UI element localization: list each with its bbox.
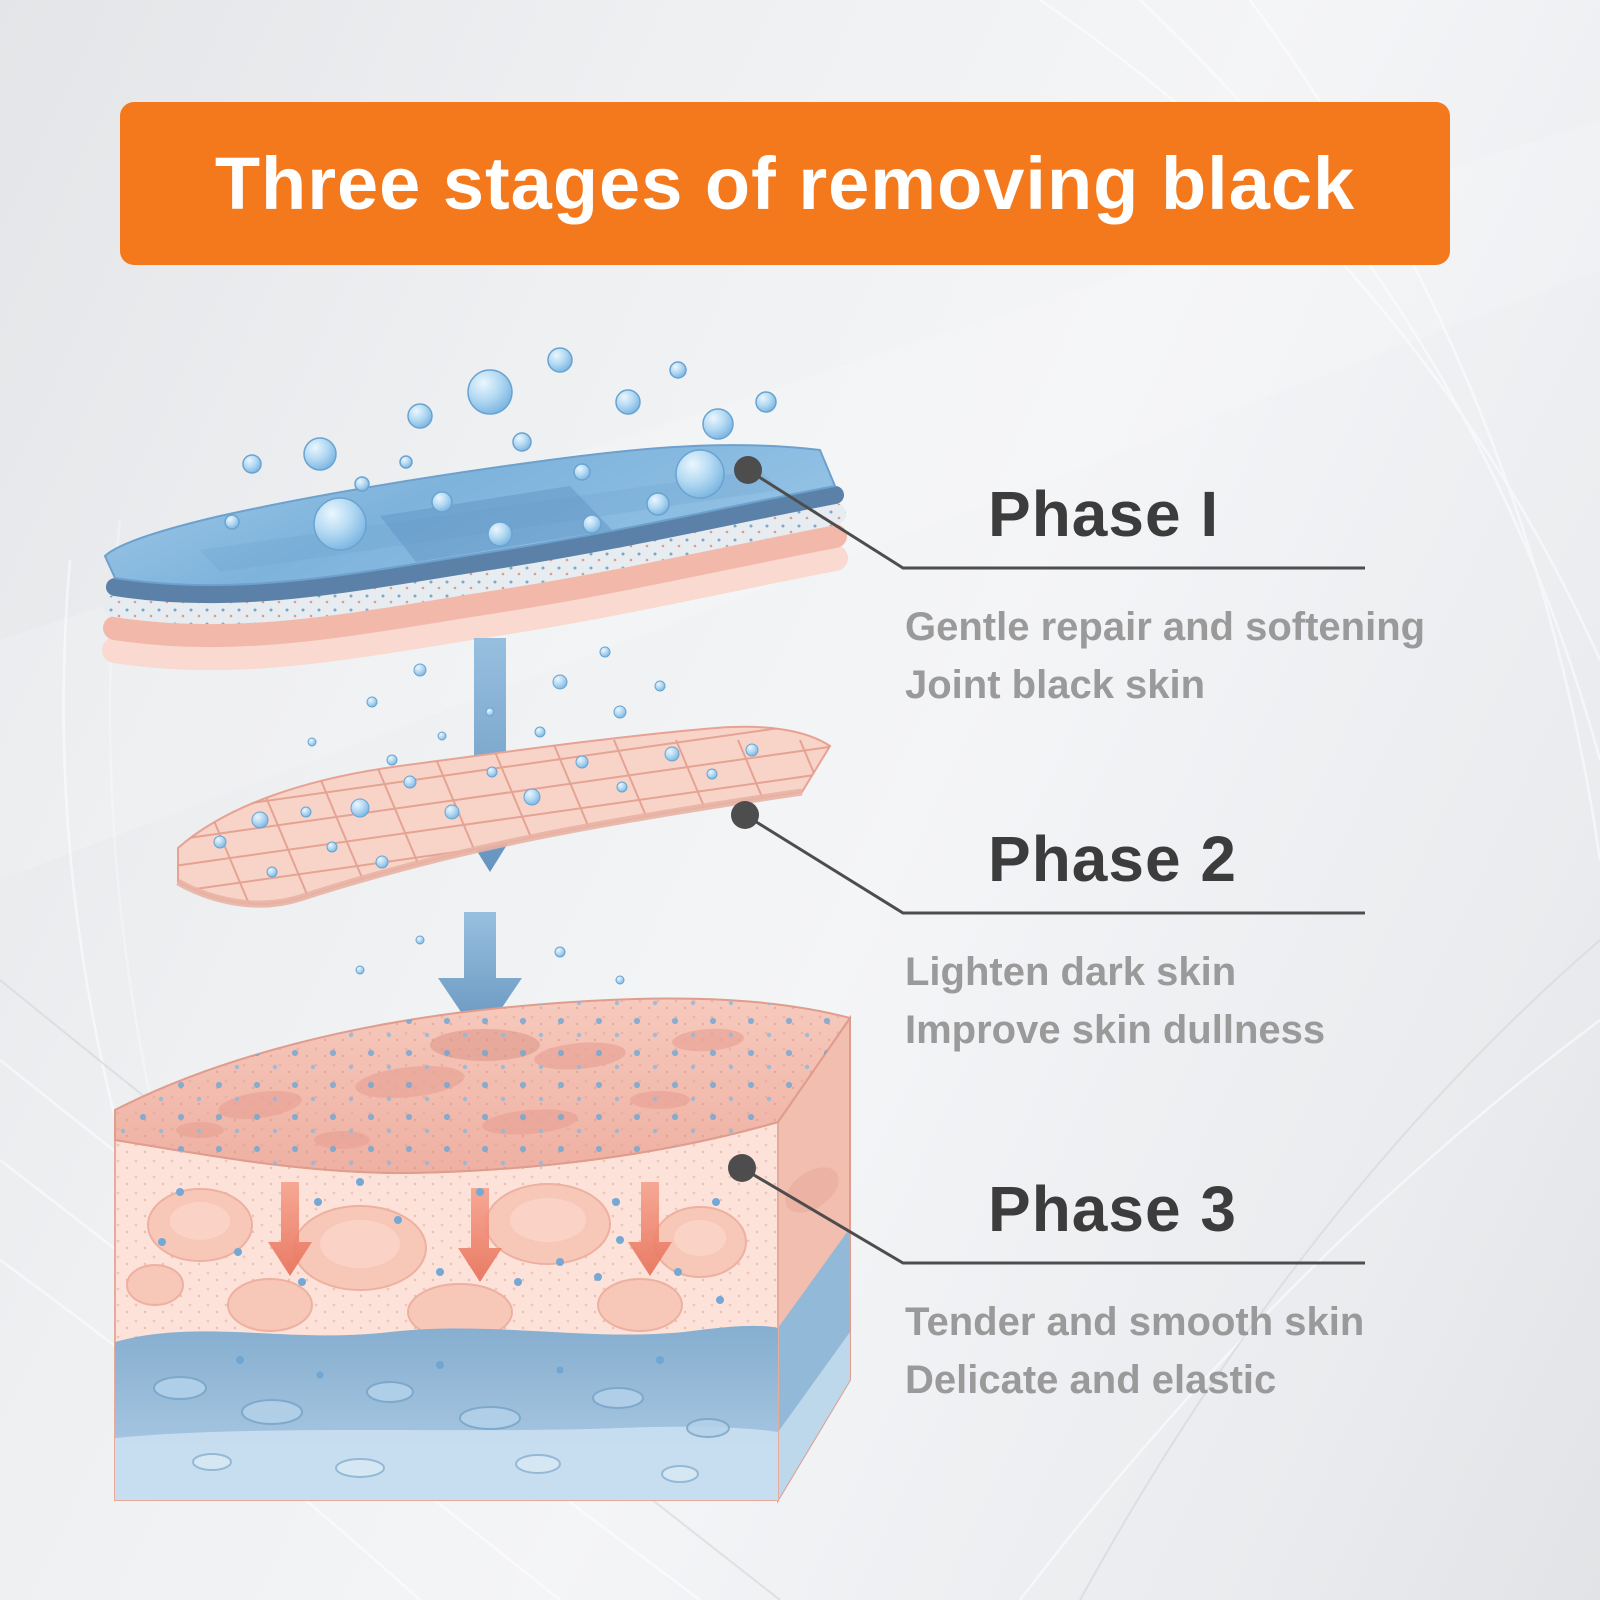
- epidermis-layer: [102, 444, 848, 671]
- dermis-arrows: [268, 1182, 672, 1282]
- dermis-block: [114, 997, 852, 1504]
- phase-3-description: Tender and smooth skin Delicate and elas…: [905, 1293, 1364, 1409]
- mesh-membrane-layer: [176, 725, 832, 908]
- phase-3-title: Phase 3: [988, 1173, 1237, 1245]
- phase-1-desc-line-2: Joint black skin: [905, 663, 1206, 707]
- phase-1-desc-line-1: Gentle repair and softening: [905, 605, 1426, 649]
- subcutis-bottom-cells: [192, 1453, 699, 1483]
- skin-diagram-illustration: [102, 347, 852, 1504]
- page-title: Three stages of removing black: [214, 142, 1356, 225]
- subcutis-cells: [153, 1376, 730, 1438]
- phase-3-desc-line-2: Delicate and elastic: [905, 1358, 1277, 1402]
- subcutis-layer: [115, 1325, 778, 1500]
- dermis-cells: [126, 1183, 747, 1341]
- phase-2-title: Phase 2: [988, 823, 1237, 895]
- phase-2-description: Lighten dark skin Improve skin dullness: [905, 943, 1325, 1059]
- phase-3-desc-line-1: Tender and smooth skin: [905, 1300, 1365, 1344]
- dermis-droplets: [158, 1178, 724, 1304]
- block-top-face: [114, 997, 852, 1175]
- mesh-droplets: [213, 743, 759, 878]
- water-bubbles: [224, 347, 777, 551]
- block-side-bottom: [778, 1332, 850, 1500]
- phase-1-title: Phase I: [988, 478, 1220, 550]
- falling-droplets-2: [355, 935, 625, 985]
- subcutis-droplets: [236, 1356, 664, 1379]
- falling-droplets-1: [307, 646, 666, 766]
- phase-2-desc-line-2: Improve skin dullness: [905, 1008, 1326, 1052]
- dermis-cell-highlights: [170, 1198, 726, 1268]
- phase-1-description: Gentle repair and softening Joint black …: [905, 598, 1425, 714]
- phase-2-desc-line-1: Lighten dark skin: [905, 950, 1237, 994]
- title-banner: Three stages of removing black: [120, 102, 1450, 265]
